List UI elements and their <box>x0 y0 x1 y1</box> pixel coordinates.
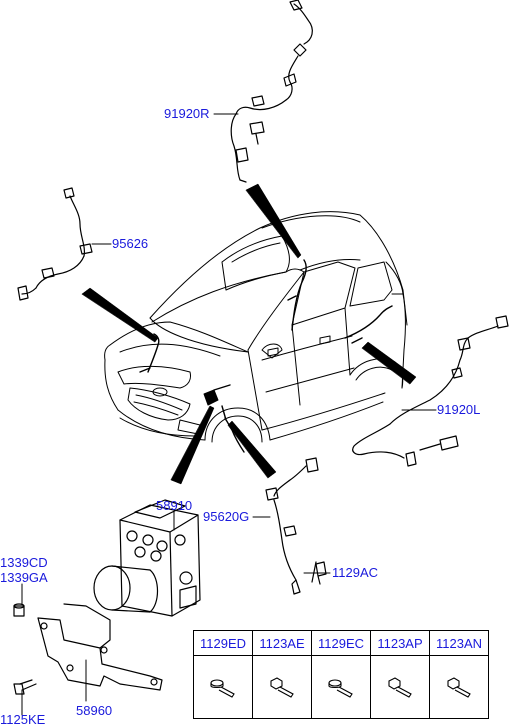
label-95626: 95626 <box>112 236 149 251</box>
label-95620g: 95620G <box>203 509 250 524</box>
fastener-header-cell: 1123AP <box>370 630 430 656</box>
fastener-table: 1129ED 1123AE 1129EC 1123AP 1123AN <box>193 630 489 719</box>
wiring-on-car <box>139 259 393 453</box>
fastener-image-cell <box>370 655 430 719</box>
label-58910: 58910 <box>156 498 193 513</box>
hex-bolt-icon <box>388 677 412 698</box>
leader-lines <box>21 113 437 716</box>
fastener-header-cell: 1129ED <box>193 630 253 656</box>
callout-wedges <box>81 183 417 485</box>
label-91920r: 91920R <box>164 106 210 121</box>
fastener-header-cell: 1123AE <box>252 630 312 656</box>
flange-bolt-icon <box>210 679 235 698</box>
label-91920l: 91920L <box>437 402 481 417</box>
fastener-image-cell <box>193 655 253 719</box>
sensor-95620g-drawing <box>265 457 327 595</box>
abs-unit-drawing <box>93 499 201 617</box>
sensor-91920l-drawing <box>352 315 509 467</box>
sensor-91920r-drawing <box>230 0 313 183</box>
fastener-header-row: 1129ED 1123AE 1129EC 1123AP 1123AN <box>193 630 489 656</box>
fastener-image-cell <box>311 655 371 719</box>
fastener-header-cell: 1129EC <box>311 630 371 656</box>
label-1339ga: 1339GA <box>0 570 48 585</box>
hex-bolt-icon <box>270 677 294 698</box>
fastener-image-cell <box>252 655 312 719</box>
label-1339cd: 1339CD <box>0 555 48 570</box>
flange-bolt-icon <box>328 679 353 698</box>
small-bolts <box>13 561 317 695</box>
fastener-header-cell: 1123AN <box>429 630 489 656</box>
label-1125ke: 1125KE <box>0 712 46 727</box>
label-1129ac: 1129AC <box>332 565 379 580</box>
fastener-image-cell <box>429 655 489 719</box>
hex-bolt-icon <box>447 677 471 698</box>
car-outline <box>104 211 408 443</box>
fastener-image-row <box>193 655 489 719</box>
bracket-drawing <box>37 603 163 691</box>
sensor-95626-drawing <box>17 187 93 301</box>
label-58960: 58960 <box>76 703 113 718</box>
abs-on-car <box>203 389 219 406</box>
